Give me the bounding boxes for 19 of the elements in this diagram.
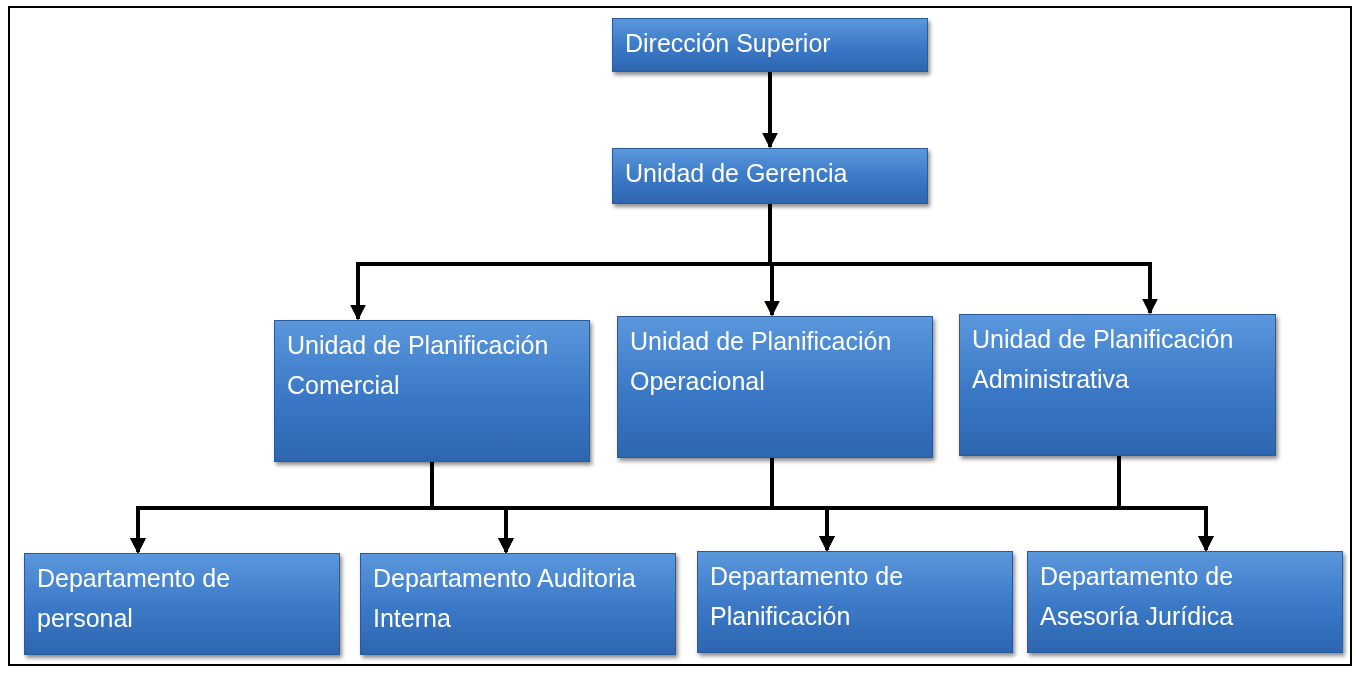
org-unit-box [697,551,1013,653]
unit-name: Unidad de Planificación Comercial [287,330,550,401]
unit-name: Departamento Auditoria Interna [373,563,637,634]
unit-name: Departamento de Asesoría Jurídica [1040,561,1235,632]
org-unit-box [24,553,340,655]
org-unit-box [274,320,590,462]
connector-arrow [762,72,778,149]
org-unit-box [612,18,928,72]
org-unit-box [617,316,933,458]
org-unit-box [612,148,928,204]
unit-name: Departamento de Planificación [710,561,905,632]
unit-name: Unidad de Gerencia [625,158,849,189]
org-unit-box [1027,551,1343,653]
unit-name: Unidad de Planificación Administrativa [972,324,1235,395]
org-unit-box [360,553,676,655]
unit-name: Departamento de personal [37,563,232,634]
unit-name: Unidad de Planificación Operacional [630,326,893,397]
org-unit-box [959,314,1276,456]
unit-name: Dirección Superior [625,28,832,59]
